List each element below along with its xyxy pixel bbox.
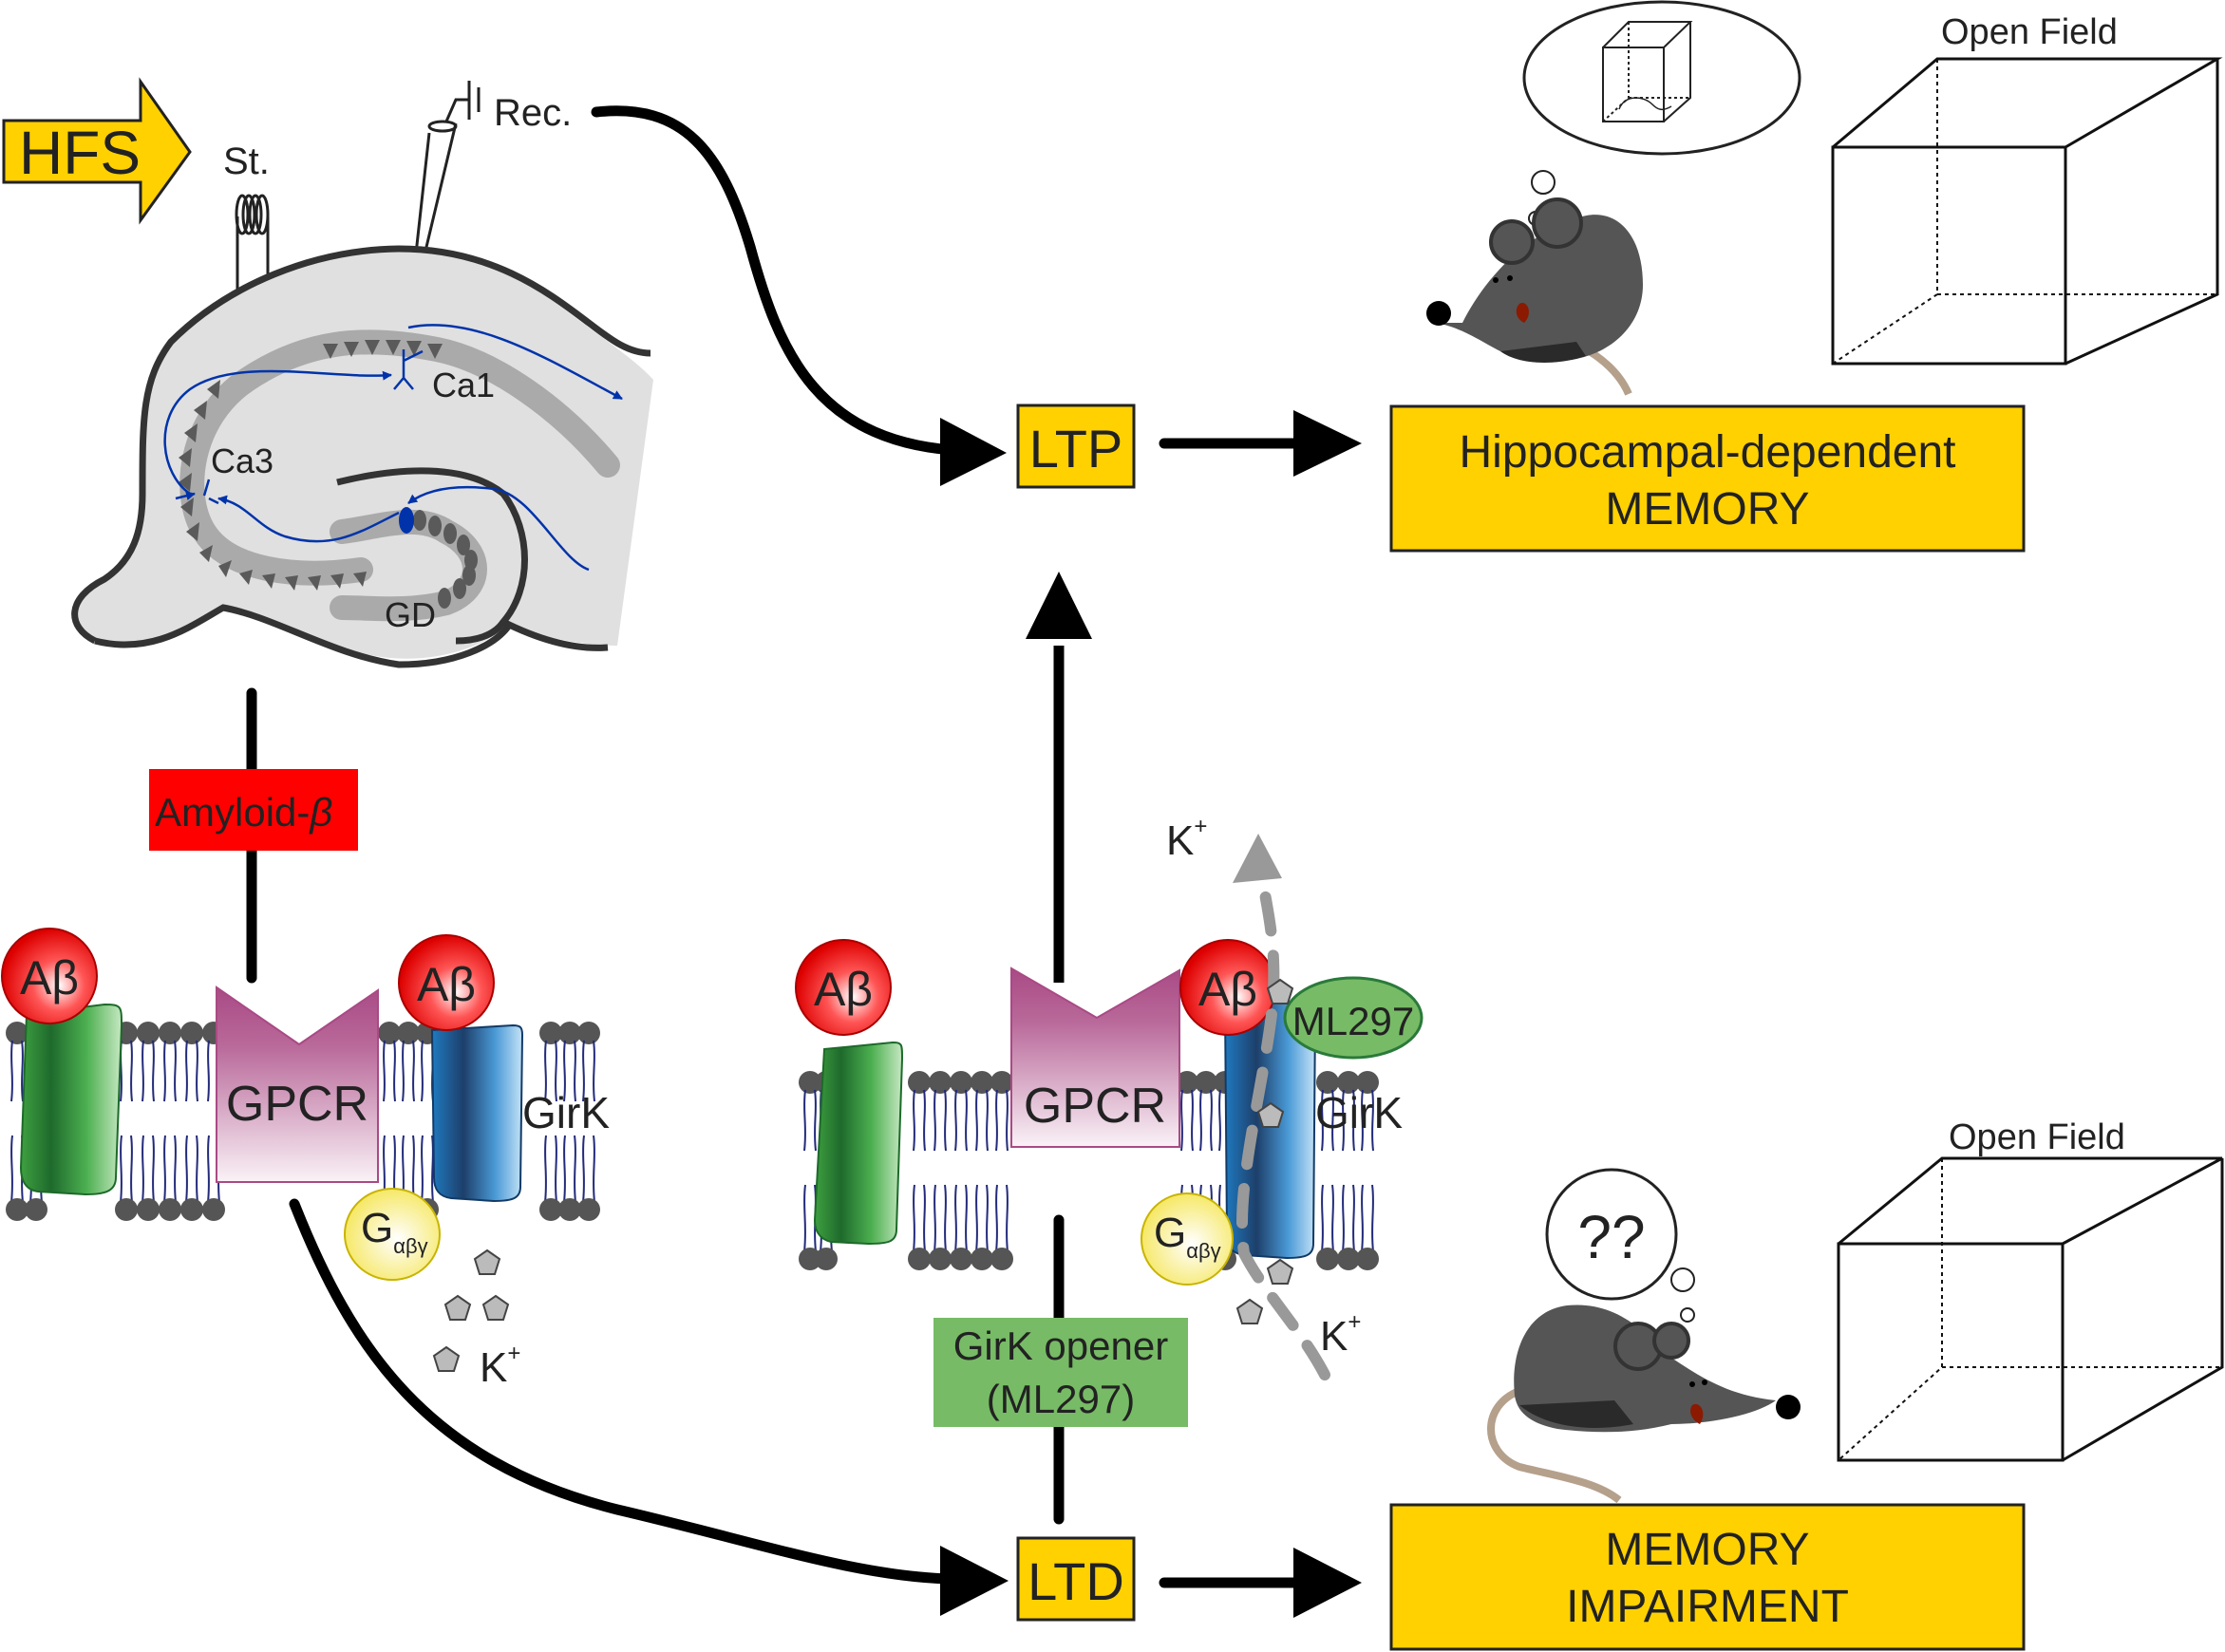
memory-line1: Hippocampal-dependent [1459,427,1955,478]
svg-text:K+: K+ [1320,1309,1361,1360]
k-ion-in-label: K [1320,1313,1348,1360]
membrane-right: Aβ GPCR Aβ ML297 GirK Gαβγ K+ K+ [795,814,1424,1380]
treatment-to-ltp-arrowhead [1026,572,1092,639]
memory-box: Hippocampal-dependent MEMORY [1389,404,2026,553]
gpcr-to-ltd-arrow [289,1198,955,1585]
girk-label: GirK [522,1088,610,1137]
ltp-box: LTP [1016,404,1136,489]
impairment-line2: IMPAIRMENT [1566,1582,1849,1632]
k-ion-icon [1236,1299,1263,1324]
ltd-to-impairment-arrowhead [1293,1548,1362,1618]
abeta-label: Aβ [1198,963,1257,1016]
k-ion-charge: + [1348,1309,1361,1335]
svg-text:Gαβγ: Gαβγ [1154,1210,1221,1263]
confused-thought-text: ?? [1577,1203,1645,1271]
g-protein-label: G [361,1205,393,1251]
girk-opener-line1: GirK opener [953,1323,1168,1368]
membrane-left: Aβ GPCR Aβ GirK Gαβγ K+ [1,928,610,1391]
hippocampus-slice: Ca1 Ca3 GD [71,245,654,668]
k-ion-label: K [480,1344,507,1391]
k-ion-icon [474,1249,500,1275]
abeta-label: Aβ [417,958,476,1011]
abeta-oligomer-icon [1,928,98,1024]
impairment-line1: MEMORY [1605,1525,1809,1575]
g-protein-icon [1141,1192,1234,1286]
k-ion-icon [433,1346,460,1372]
ca3-label: Ca3 [211,441,273,480]
ltp-to-memory-arrowhead [1293,410,1362,477]
k-efflux-arrowhead [1233,834,1282,883]
gpcr-icon [1010,967,1180,1148]
girk-opener-box: GirK opener (ML297) [933,1318,1188,1427]
g-protein-subunits: αβγ [1186,1239,1220,1263]
svg-text:K+: K+ [1166,814,1207,864]
g-protein-subunits: αβγ [393,1234,427,1258]
open-field-label-top: Open Field [1941,12,2118,52]
memory-line2: MEMORY [1605,484,1809,535]
recording-electrode-label: Rec. [494,92,572,134]
mouse-memory-icon [1426,197,1643,396]
gpcr-label: GPCR [226,1077,368,1132]
gd-label: GD [385,595,436,634]
mouse-impairment-icon [1487,1305,1801,1504]
ltd-box: LTD [1016,1536,1136,1622]
abeta-oligomer-icon [795,939,892,1036]
stimulating-electrode-label: St. [223,141,270,182]
k-ion-icon [482,1295,509,1321]
k-ion-out-label: K [1166,817,1194,864]
girk-opener-line2: (ML297) [987,1377,1135,1421]
open-field-box-top [1831,57,2223,366]
girk-label: GirK [1315,1088,1403,1137]
hfs-label: HFS [19,119,141,187]
amyloid-beta-symbol: β [308,790,332,835]
svg-text:Gαβγ: Gαβγ [361,1205,428,1258]
k-ion-charge: + [507,1341,520,1366]
thought-bubble-confused: ?? [1545,1168,1695,1323]
rec-to-ltp-arrow [591,105,974,457]
k-efflux-path [1236,877,1330,1380]
abeta-label: Aβ [20,951,79,1004]
hfs-arrow: HFS [2,77,192,225]
ltp-label: LTP [1029,419,1123,479]
ml297-label: ML297 [1292,999,1414,1043]
open-field-memory-icon [1602,21,1693,122]
open-field-label-bottom: Open Field [1949,1117,2125,1157]
svg-text:Amyloid-β: Amyloid-β [155,790,332,835]
ltd-label: LTD [1028,1551,1124,1611]
open-field-box-bottom [1837,1156,2224,1462]
k-ion-icon [444,1295,471,1321]
abeta-receptor-icon [813,1041,904,1246]
g-protein-icon [344,1188,441,1281]
gpcr-icon [216,986,379,1183]
svg-text:K+: K+ [480,1341,520,1391]
memory-impairment-box: MEMORY IMPAIRMENT [1389,1503,2026,1651]
thought-bubble-memory [1522,0,1801,226]
k-ion-charge: + [1194,814,1207,839]
rec-to-ltp-arrowhead [940,418,1007,486]
girk-channel-icon [430,1023,524,1203]
ca1-label: Ca1 [432,366,495,404]
abeta-oligomer-icon [398,934,495,1031]
g-protein-label: G [1154,1210,1186,1256]
k-ion-icon [1267,1259,1293,1285]
amyloid-label: Amyloid- [155,790,310,835]
ml297-molecule-icon [1283,976,1424,1060]
abeta-label: Aβ [814,963,873,1016]
gpcr-to-ltd-arrowhead [940,1546,1009,1616]
abeta-receptor-icon [19,1003,123,1196]
gpcr-label: GPCR [1024,1079,1166,1134]
amyloid-beta-box: Amyloid-β [149,769,358,851]
